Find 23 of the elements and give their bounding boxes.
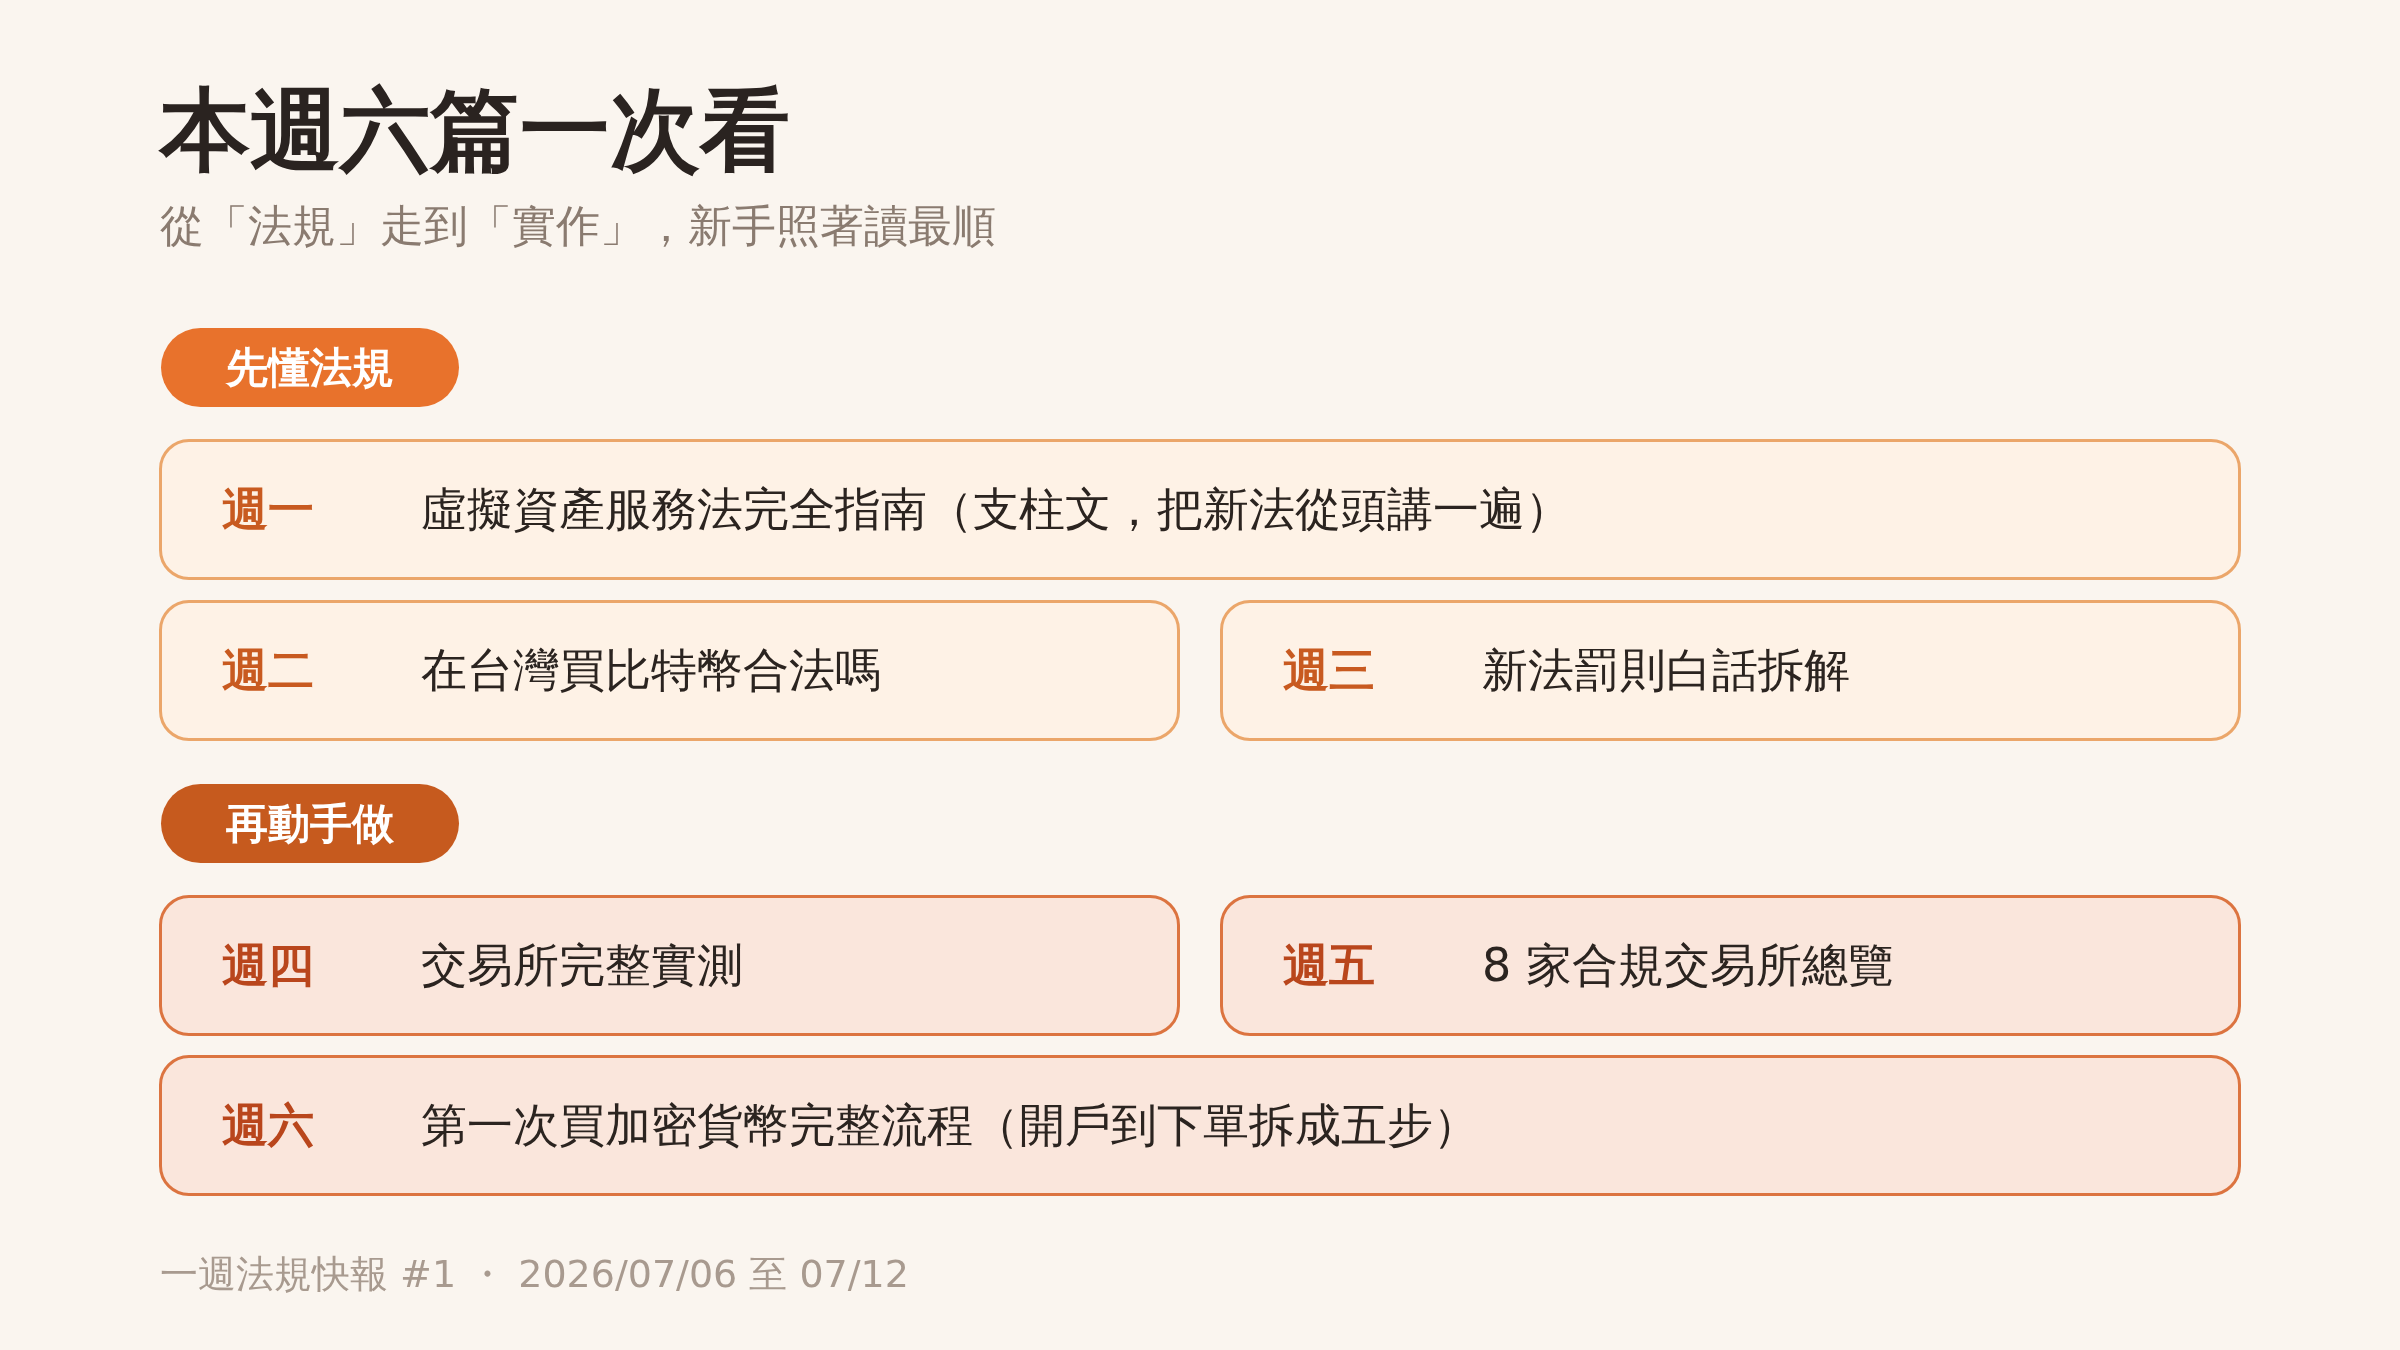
article-title: 虛擬資產服務法完全指南（支柱文，把新法從頭講一遍）	[421, 481, 1571, 538]
day-label: 週三	[1283, 642, 1376, 699]
section-label: 再動手做	[161, 784, 459, 863]
day-label: 週六	[222, 1097, 315, 1154]
subtitle: 從「法規」走到「實作」，新手照著讀最順	[160, 200, 996, 253]
page-title: 本週六篇一次看	[160, 78, 790, 182]
article-title: 8 家合規交易所總覽	[1482, 937, 1894, 994]
footer-text: 一週法規快報 #1 ・ 2026/07/06 至 07/12	[160, 1252, 909, 1298]
day-label: 週四	[222, 937, 315, 994]
article-title: 交易所完整實測	[421, 937, 743, 994]
article-card	[159, 600, 1180, 741]
article-card	[159, 439, 2241, 580]
day-label: 週一	[222, 481, 315, 538]
article-card	[1220, 895, 2241, 1036]
article-title: 新法罰則白話拆解	[1482, 642, 1850, 699]
day-label: 週五	[1283, 937, 1376, 994]
article-card	[159, 895, 1180, 1036]
article-title: 在台灣買比特幣合法嗎	[421, 642, 881, 699]
section-label: 先懂法規	[161, 328, 459, 407]
article-card	[159, 1055, 2241, 1196]
article-card	[1220, 600, 2241, 741]
article-title: 第一次買加密貨幣完整流程（開戶到下單拆成五步）	[421, 1097, 1479, 1154]
day-label: 週二	[222, 642, 315, 699]
